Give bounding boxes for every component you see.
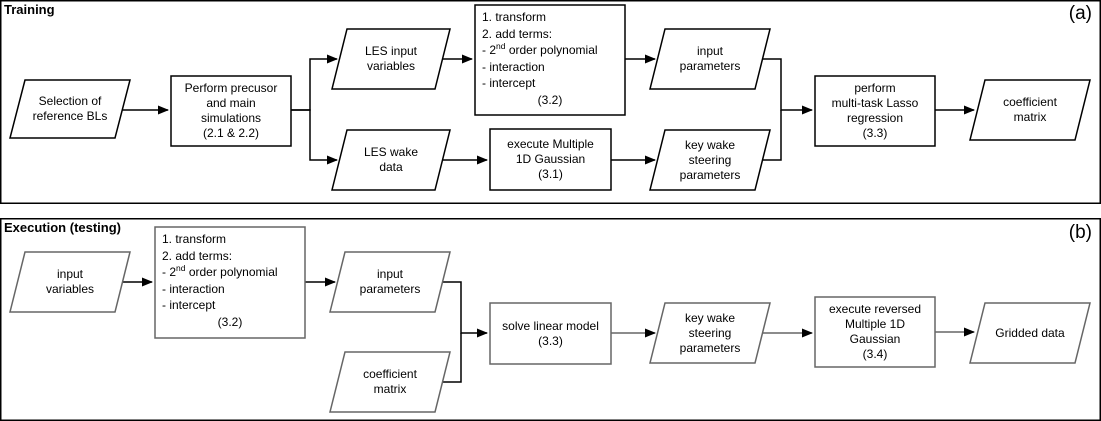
panel-training-title: Training [4,2,55,17]
perform-precusor-and-main-simulations-shape [170,75,292,147]
connector-arrow [443,333,462,383]
input-parameters-execution-shape [329,251,451,313]
transform-add-terms-execution-shape [154,226,306,339]
connector-arrow [762,110,782,161]
execute-reversed-multiple-1d-gaussian-shape [814,296,936,368]
transform-add-terms-training-shape [474,4,626,116]
execute-multiple-1d-gaussian-shape [489,128,612,191]
key-wake-steering-parameters-execution-shape [649,302,771,364]
panel-border-execution [0,218,1101,421]
key-wake-steering-parameters-training-shape [649,129,771,191]
coefficient-matrix-training-shape [969,79,1091,141]
panel-b-corner-label: (b) [1068,222,1092,243]
connector-arrow [762,58,813,115]
node-solve-linear-model: solve linear model(3.3) [502,318,599,348]
input-parameters-training-shape [649,28,771,90]
perform-multi-task-lasso-regression-shape [814,75,936,147]
node-gridded-data: Gridded data [995,325,1065,340]
panel-execution-title: Execution (testing) [4,220,122,235]
selection-of-reference-bls-shape [9,79,131,139]
connector-arrow [291,109,338,165]
les-input-variables-shape [331,28,451,90]
connector-arrow [443,281,488,338]
gridded-data-shape [969,302,1091,364]
coefficient-matrix-execution-shape [329,351,451,413]
panel-border-training [0,0,1101,204]
input-variables-shape [9,251,131,313]
solve-linear-model-shape [489,302,612,365]
panel-a-corner-label: (a) [1068,3,1092,24]
les-wake-data-shape [331,129,451,191]
